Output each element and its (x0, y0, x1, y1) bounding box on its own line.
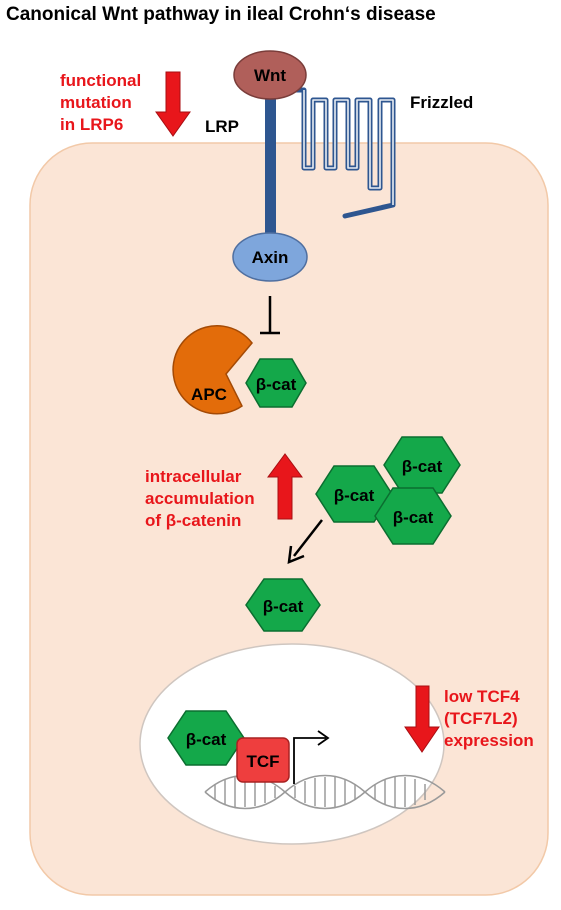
note-accumulation-line-1: intracellular (145, 467, 242, 486)
translocation-arrow-shaft (293, 519, 323, 557)
axin-protein (232, 232, 308, 282)
tcf-protein (236, 737, 290, 783)
note-tcf4-line-2: (TCF7L2) (444, 709, 518, 728)
note-lrp6-line-2: mutation (60, 93, 132, 112)
wnt-ligand (233, 50, 307, 100)
apc-label: APC (191, 385, 227, 404)
note-tcf4-line-1: low TCF4 (444, 687, 520, 706)
beta-cat-label-2: β-cat (334, 486, 375, 505)
note-tcf4-line-3: expression (444, 731, 534, 750)
axin-label: Axin (252, 248, 289, 267)
lrp-receptor (265, 80, 276, 240)
beta-cat-label-4: β-cat (393, 508, 434, 527)
red-arrow-down-lrp6 (155, 71, 191, 137)
note-lrp6-line-3: in LRP6 (60, 115, 124, 134)
beta-cat-label-6: β-cat (186, 730, 227, 749)
note-lrp6-line-1: functional (60, 71, 142, 90)
note-lrp6: functional mutation in LRP6 (60, 70, 141, 136)
beta-cat-cluster-3 (374, 487, 452, 545)
note-accumulation-line-3: of β-catenin (145, 511, 242, 530)
beta-cat-label-1: β-cat (256, 375, 297, 394)
red-arrow-up-accumulation (267, 453, 303, 520)
beta-cat-cluster-1 (315, 465, 393, 523)
frizzled-label: Frizzled (410, 93, 474, 112)
note-tcf4: low TCF4 (TCF7L2) expression (444, 686, 534, 752)
diagram-title: Canonical Wnt pathway in ileal Crohn‘s d… (6, 4, 436, 25)
wnt-label: Wnt (254, 66, 286, 85)
transcription-arrow-head (317, 730, 330, 746)
beta-cat-cluster-2 (383, 436, 461, 494)
beta-cat-nuclear (167, 710, 245, 766)
transcription-arrow (293, 737, 326, 784)
translocation-arrow-head (287, 545, 305, 564)
apc-protein (172, 325, 253, 415)
frizzled-inner (303, 90, 394, 205)
note-accumulation: intracellular accumulation of β-catenin (145, 466, 255, 532)
red-arrow-down-tcf4 (404, 685, 440, 753)
beta-cat-apc-complex (245, 358, 307, 408)
lrp-label: LRP (205, 117, 239, 136)
tcf-label: TCF (246, 752, 279, 771)
beta-cat-free (245, 578, 321, 632)
note-accumulation-line-2: accumulation (145, 489, 255, 508)
beta-cat-label-3: β-cat (402, 457, 443, 476)
beta-cat-label-5: β-cat (263, 597, 304, 616)
